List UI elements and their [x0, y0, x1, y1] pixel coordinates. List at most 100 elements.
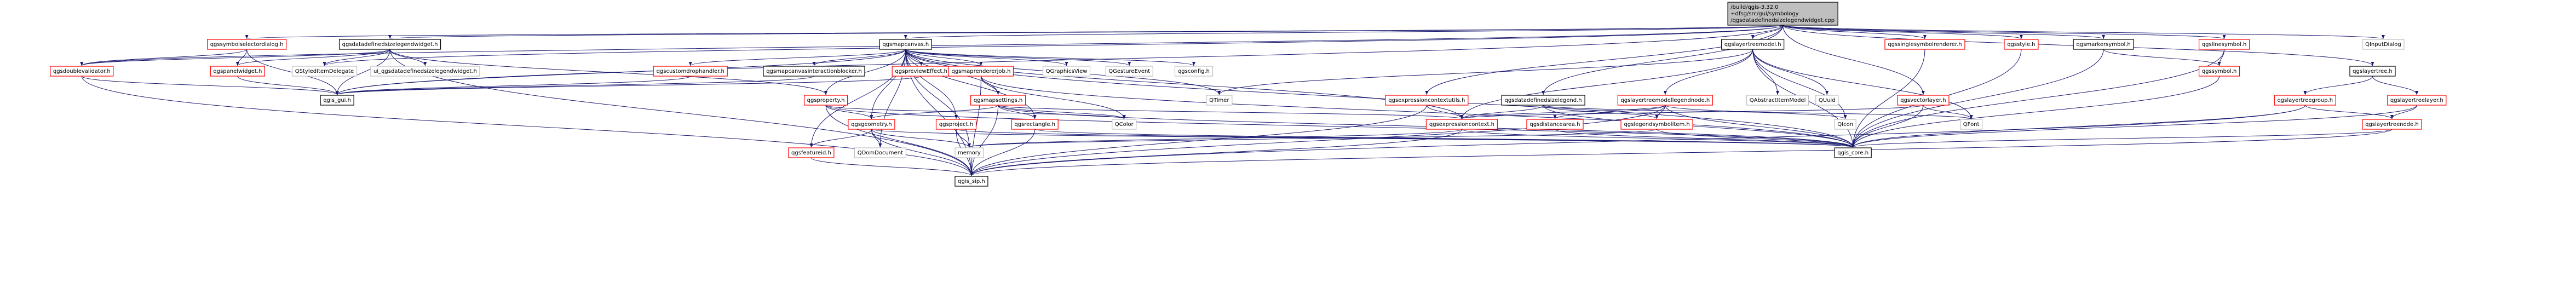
node-qgestureevent[interactable]: QGestureEvent	[1105, 66, 1153, 77]
node-doublevalidator[interactable]: qgsdoublevalidator.h	[50, 66, 114, 77]
node-qabstractitemmodel[interactable]: QAbstractItemModel	[1746, 95, 1809, 106]
node-style[interactable]: qgsstyle.h	[2004, 39, 2039, 50]
edge-vectorlayer-to-core	[1851, 105, 1924, 148]
edge-layertreelayer-to-core	[1851, 105, 2417, 148]
node-label: qgslegendsymbolitem.h	[1624, 122, 1689, 128]
node-property[interactable]: qgsproperty.h	[803, 95, 848, 106]
edge-geometry-to-featureid	[809, 129, 872, 148]
node-ui_ddlegend[interactable]: ui_qgsdatadefinedsizelegendwidget.h	[370, 66, 480, 77]
node-label: /build/qgis-3.32.0	[1730, 4, 1778, 10]
node-box	[291, 66, 358, 77]
node-gui[interactable]: qgis_gui.h	[320, 95, 354, 106]
node-box	[854, 147, 906, 158]
edge-mapcanvas-to-customdrophandler	[688, 49, 906, 66]
edge-layertreemodel-to-quuid	[1752, 49, 1829, 95]
edge-layertreemodel-to-qfont	[1752, 49, 1973, 119]
node-vectorlayer[interactable]: qgsvectorlayer.h	[1897, 95, 1950, 106]
node-label: QGraphicsView	[1046, 68, 1088, 74]
node-label: QInputDialog	[2365, 42, 2401, 48]
node-label: qgspanelwidget.h	[213, 68, 262, 74]
node-mapsettings[interactable]: qgsmapsettings.h	[970, 95, 1026, 106]
node-linesym[interactable]: qgslinesymbol.h	[2199, 39, 2250, 50]
node-qinputdialog[interactable]: QInputDialog	[2362, 39, 2405, 50]
node-box	[1721, 39, 1785, 50]
edge-mapsettings-to-rectangle	[998, 105, 1037, 119]
node-root[interactable]: /build/qgis-3.32.0+dfsg/src/gui/symbolog…	[1727, 2, 1838, 26]
node-core[interactable]: qgis_core.h	[1834, 147, 1872, 158]
node-box	[879, 39, 932, 50]
node-qgraphicsview[interactable]: QGraphicsView	[1042, 66, 1091, 77]
node-label: qgsdatadefinedsizelegend.h	[1505, 97, 1582, 103]
node-distancearea[interactable]: qgsdistancearea.h	[1526, 119, 1584, 130]
node-box	[338, 39, 441, 50]
edge-geometry-to-memory	[871, 129, 971, 148]
edge-mapcanvas-to-exprcontext	[905, 49, 1464, 119]
node-singlesym[interactable]: qgssinglesymbolrenderer.h	[1884, 39, 1965, 50]
edge-mapcanvas-to-interactionblocker	[812, 49, 906, 66]
edge-layertree-to-layertreelayer	[2372, 76, 2419, 95]
node-symbol[interactable]: qgssymbol.h	[2199, 66, 2240, 77]
edge-exprcontext-to-core	[1461, 129, 1855, 148]
node-previeweffect[interactable]: qgspreviewEffect.h	[892, 66, 951, 77]
node-box	[2073, 39, 2134, 50]
node-markersym[interactable]: qgsmarkersymbol.h	[2073, 39, 2134, 50]
node-legendsymbolitem[interactable]: qgslegendsymbolitem.h	[1620, 119, 1693, 130]
node-box	[653, 66, 728, 77]
node-maprendererjob[interactable]: qgsmaprendererjob.h	[948, 66, 1014, 77]
node-memory[interactable]: memory	[955, 147, 984, 158]
node-qcolor[interactable]: QColor	[1112, 119, 1137, 130]
node-layertreenode[interactable]: qgslayertreenode.h	[2362, 119, 2422, 130]
node-layertreelayer[interactable]: qgslayertreelayer.h	[2387, 95, 2447, 106]
node-ddlegwidget[interactable]: qgsdatadefinedsizelegendwidget.h	[338, 39, 441, 50]
node-customdrophandler[interactable]: qgscustomdrophandler.h	[653, 66, 728, 77]
edge-layertreemodel-to-qicon	[1752, 49, 1847, 119]
node-label: QAbstractItemModel	[1750, 97, 1806, 103]
node-layertreemodellegendnode[interactable]: qgslayertreemodellegendnode.h	[1617, 95, 1713, 106]
node-label: qgsdatadefinedsizelegendwidget.h	[342, 42, 438, 48]
node-exprcontext[interactable]: qgsexpressioncontext.h	[1425, 119, 1498, 130]
node-rectangle[interactable]: qgsrectangle.h	[1011, 119, 1059, 130]
node-symselector[interactable]: qgssymbolselectordialog.h	[207, 39, 287, 50]
node-qstyleddelegate[interactable]: QStyledItemDelegate	[291, 66, 358, 77]
edge-mapcanvas-to-qdomdocument	[878, 49, 906, 148]
node-qgsconfig[interactable]: qgsconfig.h	[1174, 66, 1214, 77]
node-label: qgis_gui.h	[323, 97, 351, 103]
node-qicon[interactable]: QIcon	[1834, 119, 1856, 130]
node-box	[1385, 95, 1469, 106]
edge-markersym-to-core	[1851, 49, 2104, 148]
node-layertree[interactable]: qgslayertree.h	[2349, 66, 2396, 77]
node-label: qgsexpressioncontext.h	[1429, 122, 1494, 128]
node-box	[2274, 95, 2336, 106]
node-featureid[interactable]: qgsfeatureid.h	[788, 147, 835, 158]
node-box	[1897, 95, 1950, 106]
edge-layertreemodellegendnode-to-sip	[970, 105, 1666, 176]
node-label: qgsdistancearea.h	[1530, 122, 1580, 128]
node-ddsizelegend[interactable]: qgsdatadefinedsizelegend.h	[1501, 95, 1585, 106]
node-layertreegroup[interactable]: qgslayertreegroup.h	[2274, 95, 2336, 106]
node-box	[1884, 39, 1965, 50]
node-qdomdocument[interactable]: QDomDocument	[854, 147, 906, 158]
node-qtimer[interactable]: QTimer	[1206, 95, 1233, 106]
node-qfont[interactable]: QFont	[1960, 119, 1983, 130]
node-label: qgsproperty.h	[807, 97, 845, 103]
node-geometry[interactable]: qgsgeometry.h	[848, 119, 895, 130]
node-label: qgsmarkersymbol.h	[2077, 42, 2131, 48]
edge-maprendererjob-to-core	[980, 76, 1855, 148]
edge-layertreemodellegendnode-to-distancearea	[1553, 105, 1666, 119]
node-box	[1815, 95, 1839, 106]
node-sip[interactable]: qgis_sip.h	[955, 176, 988, 187]
node-box	[955, 147, 984, 158]
edge-panelwidget-to-gui	[237, 76, 339, 95]
edge-mapcanvas-to-qgraphicsview	[905, 49, 1068, 66]
node-mapcanvas[interactable]: qgsmapcanvas.h	[879, 39, 932, 50]
edge-mapcanvas-to-qgsconfig	[905, 49, 1195, 66]
node-quuid[interactable]: QUuid	[1815, 95, 1839, 106]
node-exprcontextutils[interactable]: qgsexpressioncontextutils.h	[1385, 95, 1469, 106]
node-project[interactable]: qgsproject.h	[935, 119, 977, 130]
edge-root-to-singlesym	[1783, 25, 1927, 39]
node-box	[970, 95, 1026, 106]
node-interactionblocker[interactable]: qgsmapcanvasinteractionblocker.h	[763, 66, 865, 77]
node-layertreemodel[interactable]: qgslayertreemodel.h	[1721, 39, 1785, 50]
node-panelwidget[interactable]: qgspanelwidget.h	[210, 66, 265, 77]
node-label: qgsrectangle.h	[1014, 122, 1055, 128]
